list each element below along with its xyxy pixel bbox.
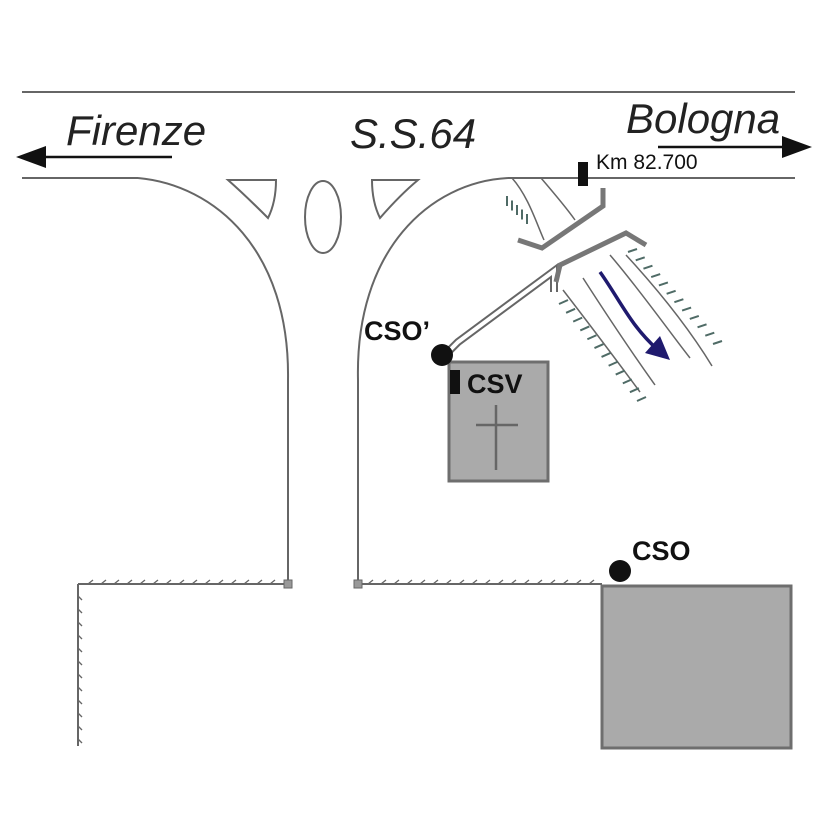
label-road-ss64: S.S.64: [350, 110, 476, 157]
traffic-island-right: [370, 179, 421, 220]
label-km: Km 82.700: [596, 151, 698, 174]
junction-right-curve: [356, 177, 509, 584]
traffic-island-center: [304, 180, 342, 254]
junction-left-curve: [137, 177, 290, 584]
culvert-wall-upper: [517, 188, 606, 251]
chapel-building: [447, 360, 550, 483]
fence-ticks: [77, 579, 595, 744]
flow-arrow-head: [645, 336, 670, 360]
stream-edge-mid: [582, 277, 656, 386]
label-bologna: Bologna: [626, 95, 780, 142]
stream-bank-lower-left: [562, 289, 641, 393]
arrow-left-icon: [16, 146, 172, 168]
cross-icon: [476, 405, 518, 470]
stream-bank-right: [540, 177, 576, 221]
fence-post-right: [353, 579, 363, 589]
embankment-hatch: [506, 196, 723, 402]
flow-arrow-line: [598, 270, 660, 352]
label-cso-prime: CSO’: [364, 316, 430, 346]
label-csv: CSV: [467, 369, 523, 399]
fence-post-left: [283, 579, 293, 589]
arrow-right-icon: [658, 136, 812, 158]
label-firenze: Firenze: [66, 107, 206, 154]
traffic-island-left: [225, 179, 278, 220]
building-large: [600, 584, 793, 750]
culvert-wall-lower: [553, 230, 648, 283]
stream-edge-mid2: [609, 254, 691, 359]
csv-marker: [450, 370, 460, 394]
label-cso: CSO: [632, 536, 691, 566]
cso-dot-icon: [609, 560, 631, 582]
stream-bank-left: [511, 177, 545, 241]
cso-prime-dot-icon: [431, 344, 453, 366]
km-marker: [578, 162, 588, 186]
stream-bank-lower-right: [625, 254, 713, 367]
